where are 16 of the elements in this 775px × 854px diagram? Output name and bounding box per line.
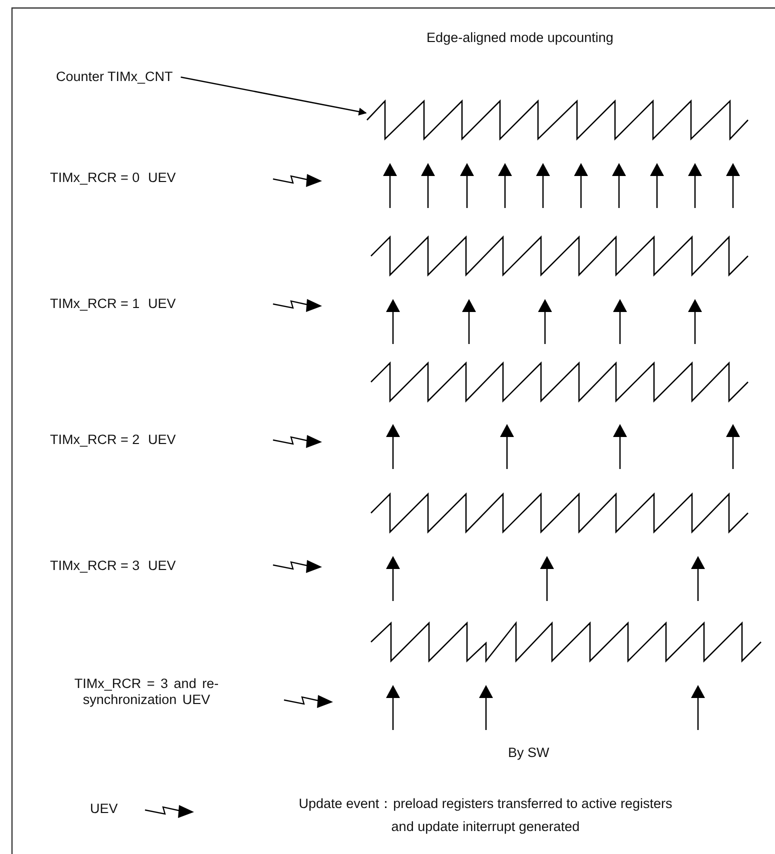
event-label: UEV [148, 170, 176, 186]
leader-arrow [180, 76, 367, 116]
register-label: TIMx_RCR = 3 and re-synchronization UEV [73, 676, 220, 708]
event-label: UEV [148, 558, 176, 574]
event-label: UEV [90, 801, 118, 818]
sawtooth-waveform [367, 101, 748, 139]
event-label: UEV [148, 296, 176, 312]
software-note: By SW [508, 745, 550, 762]
register-label: TIMx_RCR = 0 [50, 170, 140, 186]
diagram-title: Edge-aligned mode upcounting [426, 30, 614, 46]
register-label: TIMx_RCR = 3 [50, 558, 140, 574]
event-label: UEV [148, 432, 176, 448]
legend-text: Update event：preload registers transferred to active registers and update initerrupt generated [298, 795, 673, 836]
counter-label: Counter TIMx_CNT [56, 69, 173, 86]
register-label: TIMx_RCR = 2 [50, 432, 140, 448]
register-label: TIMx_RCR = 1 [50, 296, 140, 312]
